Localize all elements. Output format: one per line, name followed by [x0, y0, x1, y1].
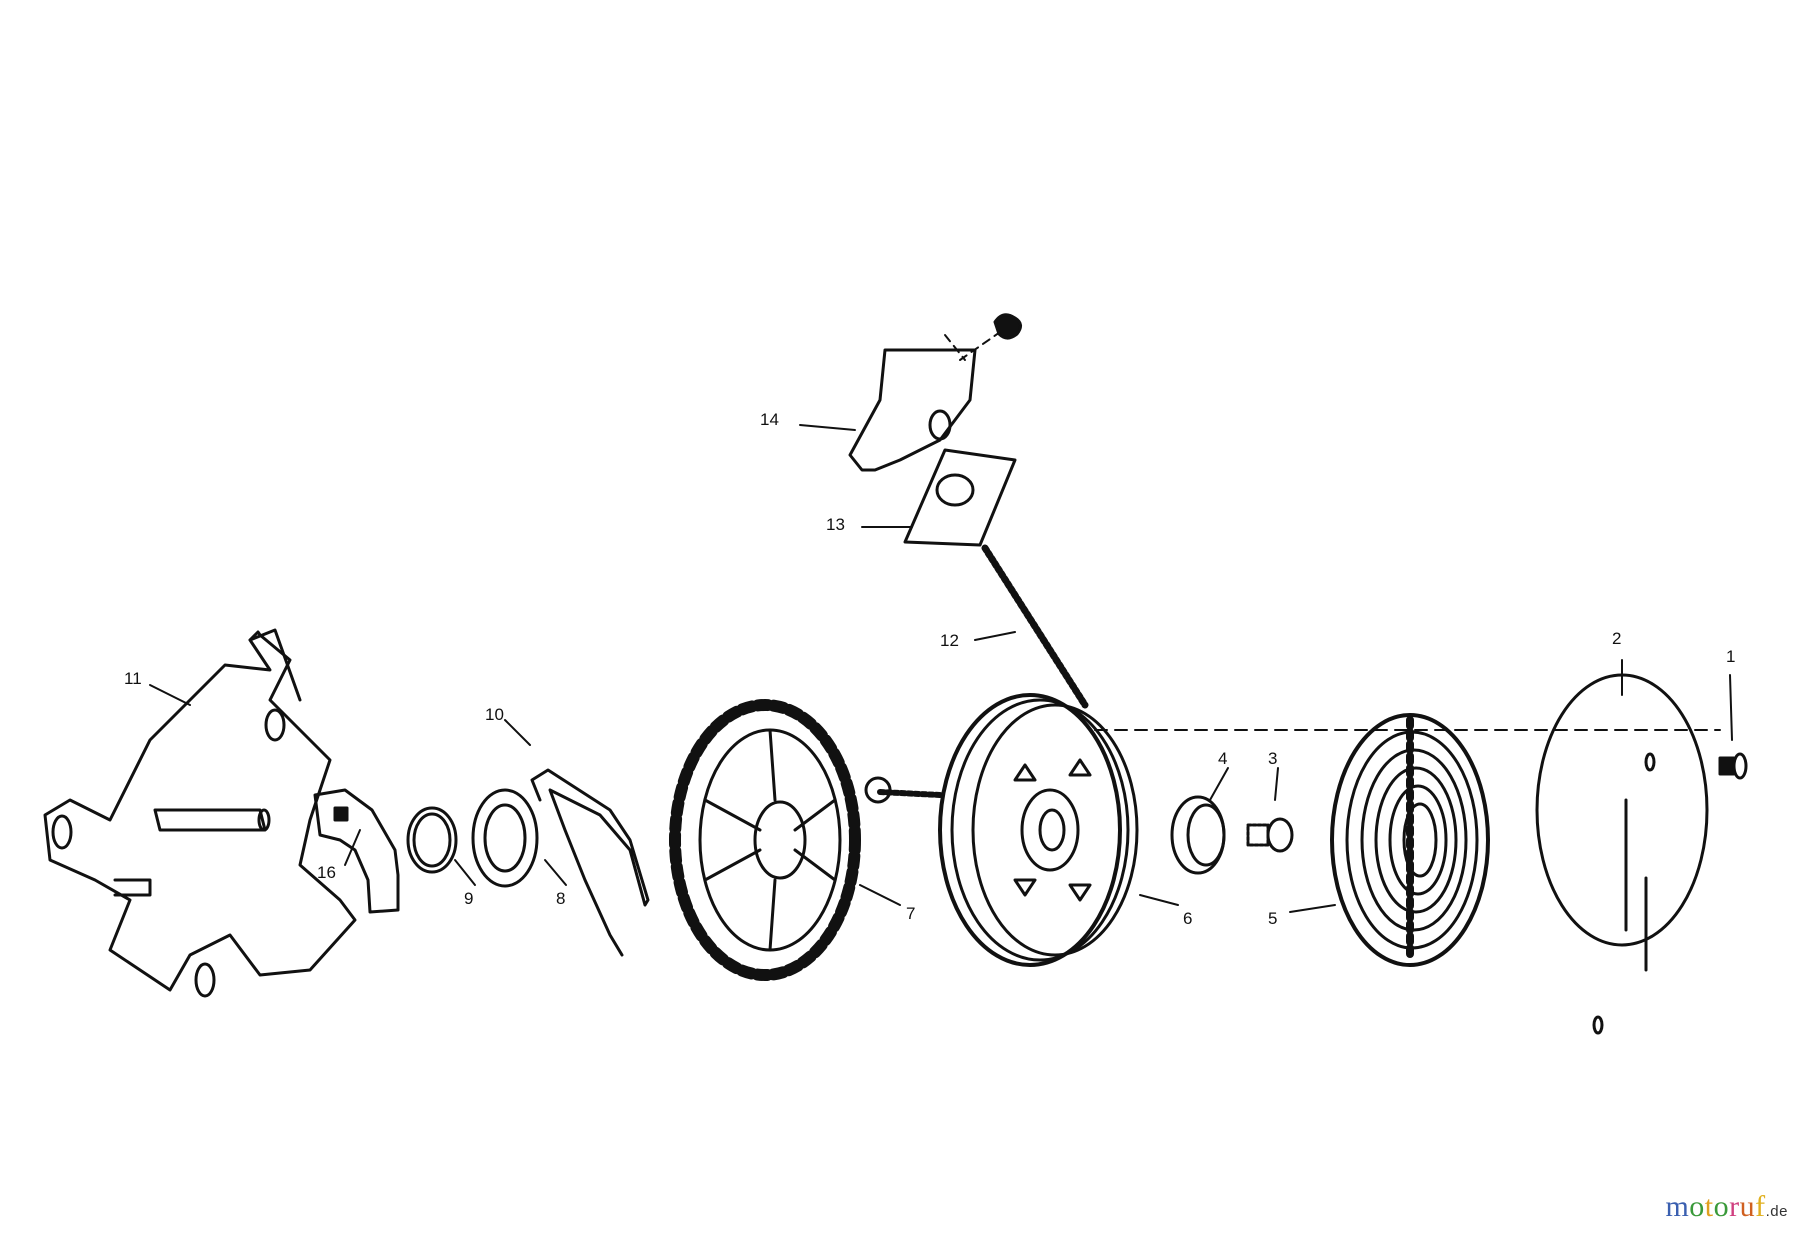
watermark-letter: f: [1755, 1190, 1766, 1223]
part-9-retaining-ring[interactable]: [406, 806, 458, 874]
label-part-11: 11: [124, 669, 142, 688]
label-part-12: 12: [940, 631, 959, 650]
part-6-pulley[interactable]: [938, 693, 1139, 967]
part-11-bracket[interactable]: [43, 628, 357, 998]
part-2-cover[interactable]: [1535, 673, 1709, 1035]
label-part-8: 8: [556, 889, 566, 908]
part-12-starter-rope[interactable]: [864, 544, 1089, 804]
label-part-16: 16: [317, 863, 336, 882]
label-part-6: 6: [1183, 909, 1193, 928]
leader-arrows: [149, 424, 1733, 913]
label-part-2: 2: [1612, 629, 1622, 648]
part-7-gear[interactable]: [669, 699, 861, 981]
watermark-letter: r: [1729, 1190, 1740, 1223]
part-1-screw[interactable]: [1718, 752, 1748, 780]
part-13-plate[interactable]: [903, 448, 1017, 547]
label-part-4: 4: [1218, 749, 1228, 768]
label-part-9: 9: [464, 889, 474, 908]
watermark-suffix: .de: [1765, 1203, 1788, 1220]
label-part-13: 13: [826, 515, 845, 534]
part-5-recoil-spring[interactable]: [1330, 713, 1490, 967]
label-part-5: 5: [1268, 909, 1278, 928]
watermark-letter: o: [1713, 1190, 1730, 1223]
watermark-letter: m: [1665, 1190, 1690, 1223]
label-part-1: 1: [1726, 647, 1736, 666]
label-part-3: 3: [1268, 749, 1278, 768]
watermark-letter: u: [1739, 1190, 1756, 1223]
watermark-logo: motoruf.de: [1665, 1190, 1788, 1224]
part-16-pawl[interactable]: [313, 788, 400, 914]
part-10-spring-wire[interactable]: [530, 768, 650, 957]
watermark-letter: o: [1689, 1190, 1705, 1223]
part-8-washer[interactable]: [471, 788, 539, 888]
label-part-10: 10: [485, 705, 504, 724]
label-part-7: 7: [906, 904, 916, 923]
part-4-bushing[interactable]: [1170, 795, 1226, 875]
watermark-letter: t: [1704, 1190, 1714, 1223]
label-part-14: 14: [760, 410, 779, 429]
part-14-handle[interactable]: [848, 313, 1022, 472]
part-3-screw[interactable]: [1246, 817, 1294, 853]
